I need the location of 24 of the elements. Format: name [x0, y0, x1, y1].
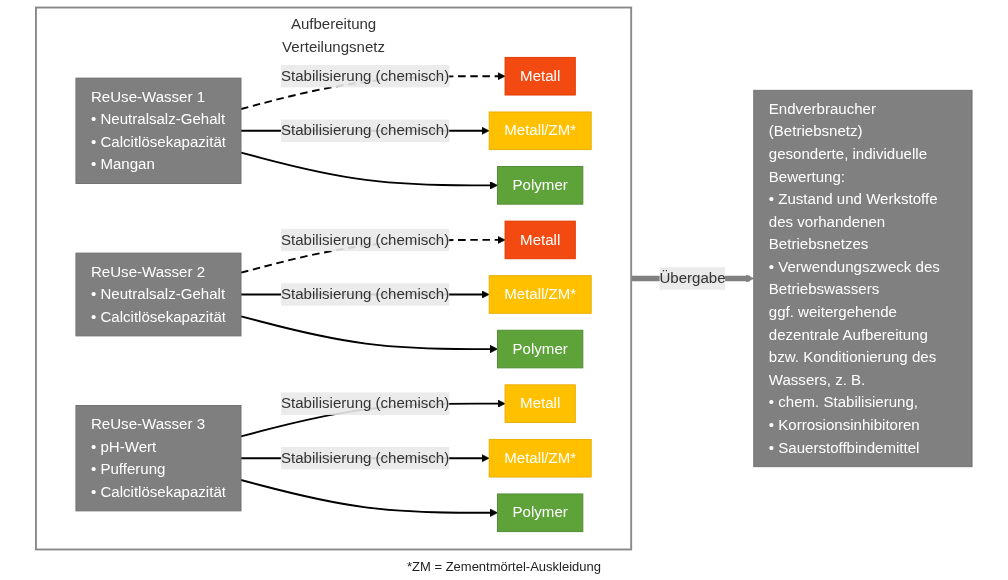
edge-label: Übergabe	[659, 270, 726, 287]
node-box: Metall/ZM*	[488, 111, 592, 151]
arrow	[240, 479, 498, 517]
node-box: ReUse-Wasser 3 • pH-Wert • Pufferung • Calcitlösekapazität	[75, 405, 242, 512]
edge-label: Stabilisierung (chemisch)	[281, 286, 450, 303]
edge-label: Stabilisierung (chemisch)	[281, 67, 450, 84]
arrow	[240, 315, 498, 354]
node-box: Metall	[504, 384, 576, 423]
node-box: Polymer	[497, 493, 584, 533]
node-box: Endverbraucher (Betriebsnetz) gesonderte, individuelle Bewertung: • Zustand und Werkstoffe des vorhandenen Betriebsnetzes • Verwendungszweck des Betriebswassers ggf. weitergehende dezentrale Aufbereitung bzw. Konditionierung des Wassers, z. B. • chem. Stabilisierung, • Korrosionsinhibitoren • Sauerstoffbindemittel	[753, 89, 973, 468]
edge-label: Stabilisierung (chemisch)	[281, 231, 450, 248]
node-box: Metall/ZM*	[488, 438, 592, 478]
node-box: Polymer	[497, 329, 584, 369]
edge-label: Stabilisierung (chemisch)	[281, 449, 450, 466]
node-box: Metall/ZM*	[488, 275, 592, 314]
node-box: Polymer	[497, 166, 584, 205]
node-box: ReUse-Wasser 1 • Neutralsalz-Gehalt • Calcitlösekapazität • Mangan	[75, 77, 242, 184]
arrow	[240, 151, 498, 190]
node-box: Metall	[504, 220, 576, 260]
edge-label: Stabilisierung (chemisch)	[281, 395, 450, 412]
node-box: ReUse-Wasser 2 • Neutralsalz-Gehalt • Calcitlösekapazität	[75, 252, 242, 337]
edge-label: Stabilisierung (chemisch)	[281, 122, 450, 139]
node-box: Metall	[504, 56, 576, 96]
footnote: *ZM = Zementmörtel-Auskleidung	[407, 559, 601, 574]
